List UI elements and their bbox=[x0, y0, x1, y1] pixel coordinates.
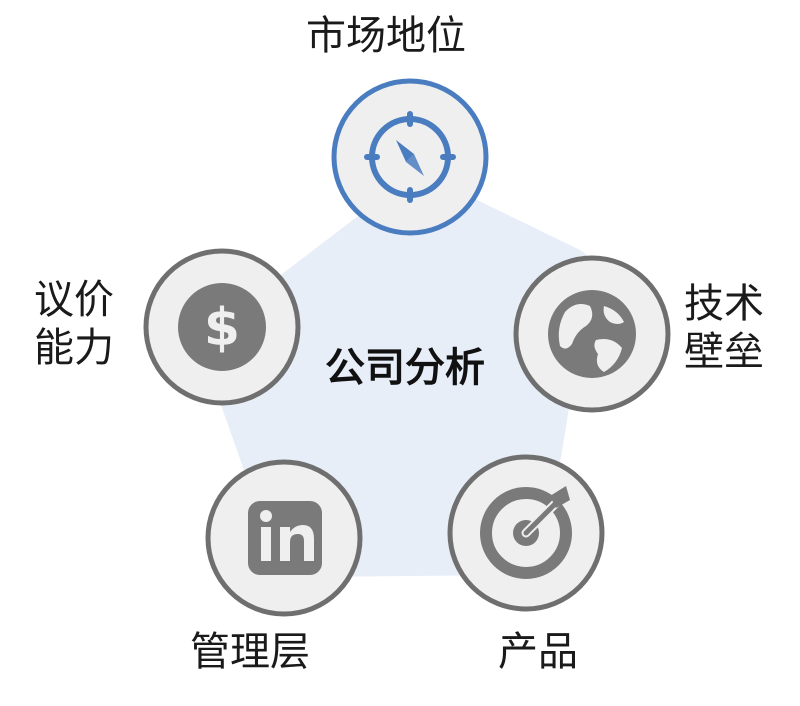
label-market: 市场地位 bbox=[306, 12, 466, 60]
label-market-line-1: 市场地位 bbox=[306, 13, 466, 59]
label-technology: 技术 壁垒 bbox=[684, 280, 764, 376]
target-icon bbox=[480, 486, 572, 579]
label-product: 产品 bbox=[498, 628, 578, 676]
label-technology-line-2: 壁垒 bbox=[684, 329, 764, 375]
center-title: 公司分析 bbox=[325, 345, 485, 391]
label-management-line-1: 管理层 bbox=[190, 629, 310, 675]
compass-icon bbox=[364, 111, 456, 203]
label-management: 管理层 bbox=[190, 628, 310, 676]
node-pricing[interactable]: $ bbox=[143, 248, 301, 406]
globe-icon bbox=[548, 290, 636, 378]
node-market[interactable] bbox=[331, 78, 489, 236]
linkedin-icon bbox=[248, 501, 322, 575]
node-technology[interactable] bbox=[513, 255, 671, 413]
node-management[interactable] bbox=[205, 459, 363, 617]
node-product[interactable] bbox=[447, 454, 605, 612]
dollar-icon: $ bbox=[178, 283, 266, 371]
label-technology-line-1: 技术 bbox=[684, 281, 764, 327]
svg-text:$: $ bbox=[204, 298, 240, 358]
label-product-line-1: 产品 bbox=[498, 629, 578, 675]
label-pricing: 议价 能力 bbox=[34, 276, 114, 372]
label-pricing-line-1: 议价 bbox=[34, 277, 114, 323]
label-pricing-line-2: 能力 bbox=[34, 325, 114, 371]
